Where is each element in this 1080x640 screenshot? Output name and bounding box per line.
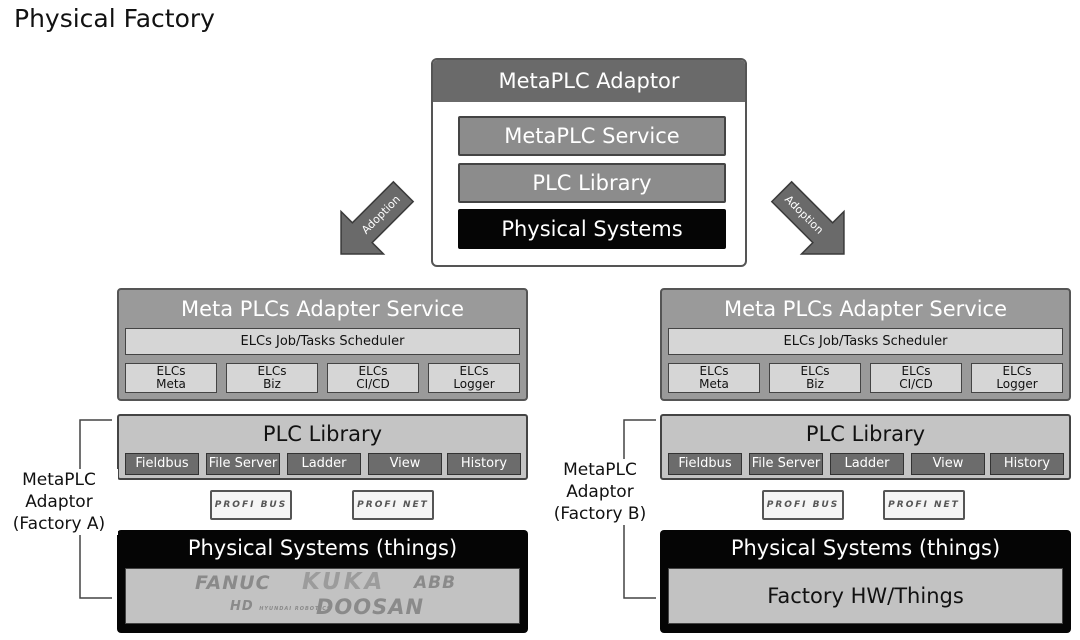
physical-systems-title-a: Physical Systems (things) xyxy=(187,536,458,560)
metaplc-adaptor-header: MetaPLC Adaptor xyxy=(433,60,745,102)
module-history-a: History xyxy=(447,453,521,475)
page-title: Physical Factory xyxy=(14,4,215,33)
profibus-logo-b: PROFI BUS xyxy=(762,490,844,520)
profinet-logo-b: PROFI NET xyxy=(883,490,965,520)
module-history-b: History xyxy=(990,453,1064,475)
doosan-logo: DOOSAN xyxy=(316,595,425,619)
hd-logo: HD HYUNDAI ROBOTICS xyxy=(230,599,332,614)
adapter-service-title-b: Meta PLCs Adapter Service xyxy=(723,297,1008,321)
abb-logo: ABB xyxy=(414,573,457,593)
vendor-logos-panel xyxy=(125,568,520,624)
side-label-b: MetaPLC Adaptor (Factory B) xyxy=(540,459,660,525)
adapter-service-title-a: Meta PLCs Adapter Service xyxy=(180,297,465,321)
plc-library-title-b: PLC Library xyxy=(805,422,926,446)
metaplc-service-row: MetaPLC Service xyxy=(458,116,726,156)
module-fieldbus-b: Fieldbus xyxy=(668,453,742,475)
module-ladder-b: Ladder xyxy=(830,453,904,475)
module-fieldbus-a: Fieldbus xyxy=(125,453,199,475)
module-file-server-b: File Server xyxy=(749,453,823,475)
kuka-logo: KUKA xyxy=(302,569,386,595)
module-view-b: View xyxy=(911,453,985,475)
physical-systems-title-b: Physical Systems (things) xyxy=(730,536,1001,560)
adoption-arrow-right: Adoption xyxy=(770,180,845,255)
physical-systems-row: Physical Systems xyxy=(458,209,726,249)
scheduler-b: ELCs Job/Tasks Scheduler xyxy=(668,328,1063,355)
fanuc-logo: FANUC xyxy=(195,572,271,594)
plc-library-row: PLC Library xyxy=(458,163,726,203)
scheduler-a: ELCs Job/Tasks Scheduler xyxy=(125,328,520,355)
plc-library-title-a: PLC Library xyxy=(262,422,383,446)
module-ladder-a: Ladder xyxy=(287,453,361,475)
adoption-arrow-left: Adoption xyxy=(340,180,415,255)
side-label-a: MetaPLC Adaptor (Factory A) xyxy=(0,469,118,535)
module-view-a: View xyxy=(368,453,442,475)
factory-hw-things: Factory HW/Things xyxy=(668,568,1063,624)
module-file-server-a: File Server xyxy=(206,453,280,475)
profibus-logo-a: PROFI BUS xyxy=(210,490,292,520)
profinet-logo-a: PROFI NET xyxy=(352,490,434,520)
